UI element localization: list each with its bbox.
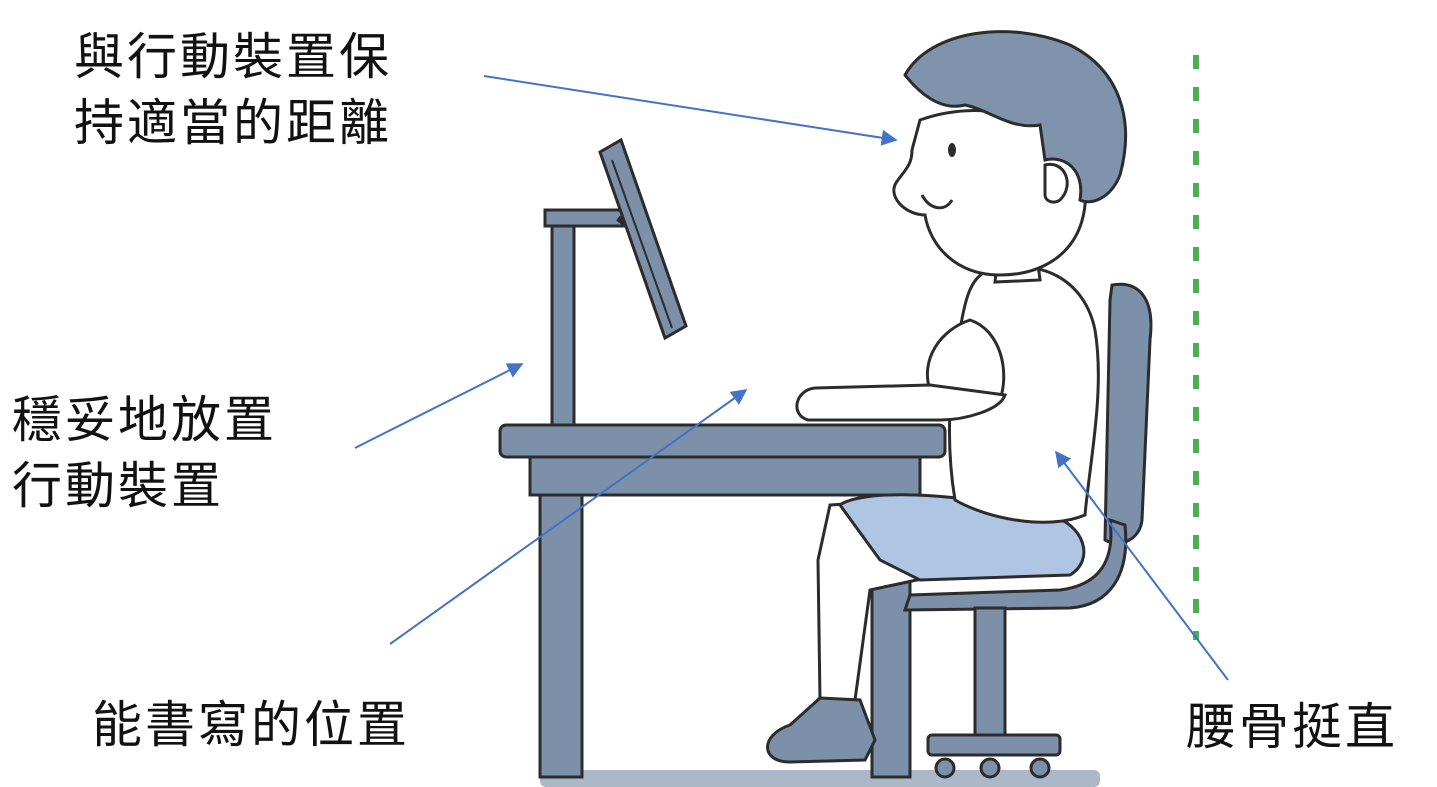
label-writing-position-line1: 能書寫的位置 — [92, 696, 410, 754]
arrow-distance — [483, 75, 898, 146]
desk-illustration — [498, 423, 947, 779]
label-place-stably-line1: 穩妥地放置 — [12, 391, 277, 449]
label-place-stably-line2: 行動裝置 — [12, 457, 224, 515]
label-keep-distance-line2: 持適當的距離 — [74, 94, 392, 152]
arrow-waist — [1055, 450, 1229, 681]
label-place-stably: 穩妥地放置 行動裝置 — [12, 387, 277, 519]
label-writing-position: 能書寫的位置 — [92, 692, 410, 758]
annotation-arrows — [354, 75, 1229, 681]
chair-illustration — [902, 282, 1153, 779]
label-keep-distance-line1: 與行動裝置保 — [74, 28, 392, 86]
tablet-illustration — [598, 137, 688, 341]
label-straight-back-line1: 腰骨挺直 — [1186, 698, 1398, 756]
floor-shadow — [540, 770, 1100, 787]
arrow-write — [389, 389, 748, 645]
person-illustration — [766, 30, 1128, 764]
tablet-stand — [543, 208, 647, 432]
arrow-stable — [354, 363, 524, 449]
label-straight-back: 腰骨挺直 — [1186, 694, 1398, 760]
label-keep-distance: 與行動裝置保 持適當的距離 — [74, 24, 392, 156]
